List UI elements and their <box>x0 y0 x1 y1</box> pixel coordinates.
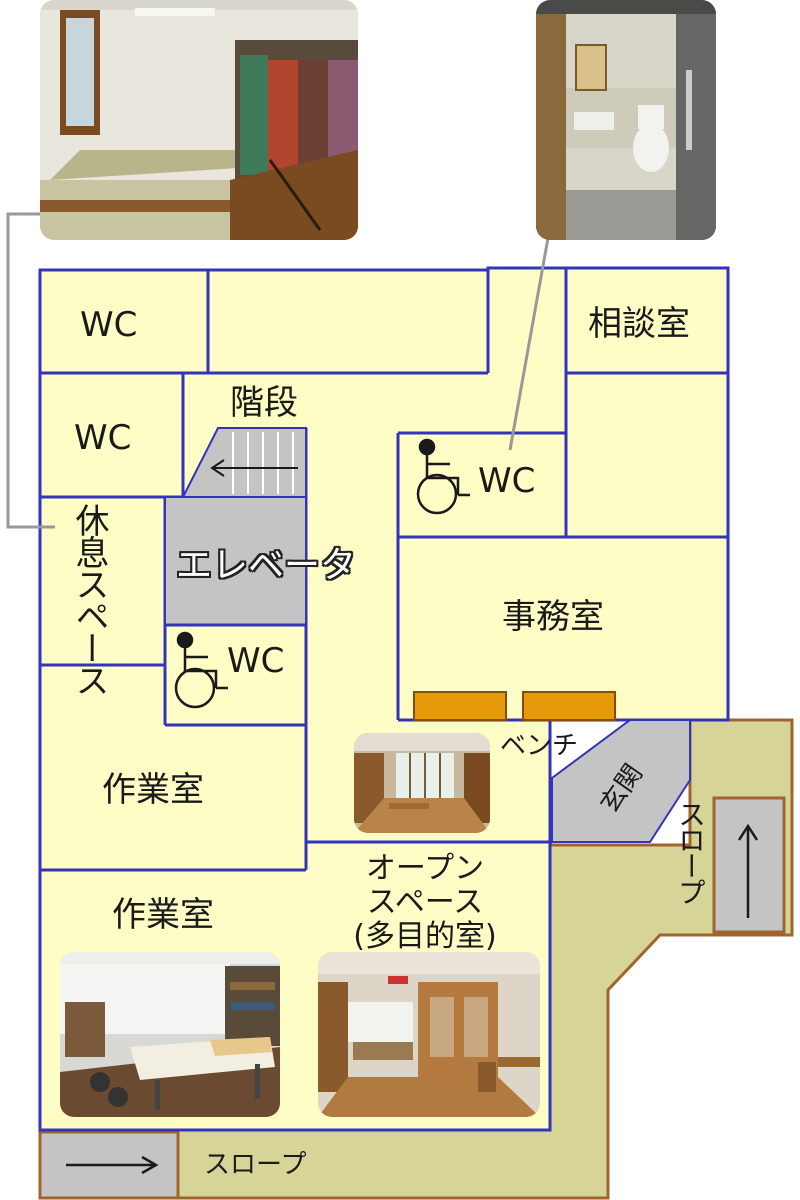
bench-left <box>413 691 507 721</box>
open-space-line-1: オープン <box>365 851 485 886</box>
entrance-area <box>551 719 691 843</box>
accessible-wc-left-label: WC <box>227 641 285 681</box>
rest-space-label: 休息スペース <box>69 503 109 695</box>
arrow-left-icon <box>210 459 298 477</box>
open-space-line-2: スペース <box>366 885 484 920</box>
wc-second-label: WC <box>74 418 132 458</box>
connector-line-right <box>508 237 550 451</box>
outdoor-ramp-area <box>38 718 794 1200</box>
slope-bottom-label: スロープ <box>204 1150 307 1180</box>
workroom-1-label: 作業室 <box>102 770 204 810</box>
wheelchair-icon <box>416 438 470 515</box>
consultation-room-label: 相談室 <box>588 304 690 344</box>
accessible-toilet-photo <box>536 0 716 240</box>
open-space-line-3: (多目的室) <box>353 919 497 954</box>
accessible-wc-right-label: WC <box>478 461 536 501</box>
wheelchair-icon <box>174 631 228 709</box>
arrow-right-icon <box>66 1155 159 1175</box>
workroom-photo <box>60 952 280 1117</box>
bench-label: ベンチ <box>500 731 579 761</box>
slope-right-label: スロープ <box>674 800 707 904</box>
elevator-shaft <box>164 496 307 626</box>
arrow-up-icon <box>737 823 759 918</box>
office-label: 事務室 <box>502 597 604 637</box>
workroom-2-label: 作業室 <box>112 895 214 935</box>
bench-right <box>522 691 616 721</box>
wc-top-label: WC <box>80 305 138 345</box>
tatami-room-photo <box>40 0 358 240</box>
open-space-label: オープン スペース (多目的室) <box>320 852 530 954</box>
entrance-bench-photo <box>354 733 490 833</box>
connector-line-left <box>6 212 55 529</box>
elevator-label: エレベータ <box>176 545 357 586</box>
stairs-label: 階段 <box>230 383 298 423</box>
open-space-photo <box>318 952 540 1117</box>
